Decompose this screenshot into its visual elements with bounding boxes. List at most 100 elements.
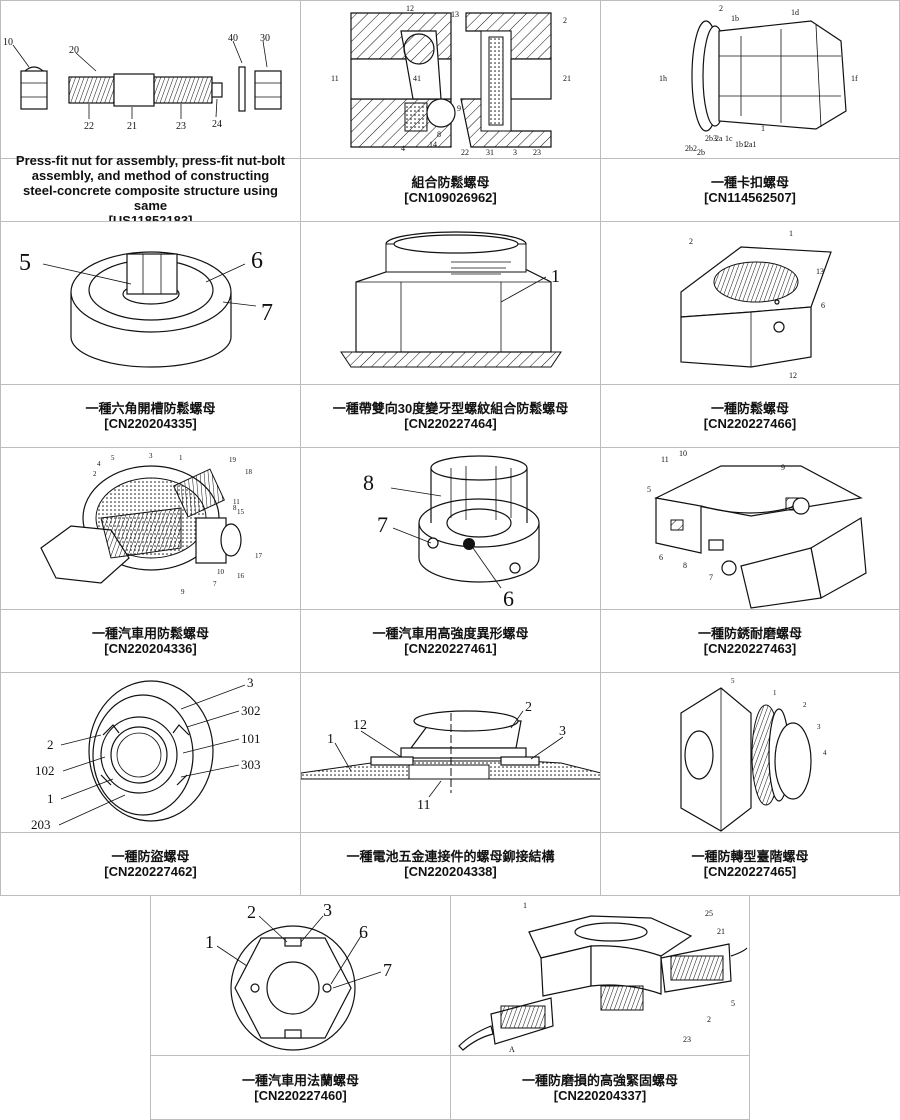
caption-title: 一種防銹耐磨螺母 [698,626,802,641]
label: 7 [213,580,217,588]
label: 4 [823,749,827,757]
label: 16 [237,572,245,580]
caption-id: [CN220227464] [404,416,497,431]
label: 6 [659,553,663,562]
caption-id: [CN220227460] [254,1088,347,1103]
label: 8 [683,561,687,570]
label: 1 [205,932,214,952]
label: 5 [111,454,115,462]
label: 6 [359,922,368,942]
caption-title: 一種防磨損的高強緊固螺母 [522,1073,678,1088]
label: 1 [327,732,334,747]
figure-cell-7: 5 3 1 19 18 2 4 11 15 8 17 16 10 7 9 [0,447,301,609]
label: 303 [241,757,261,772]
figure-cell-1: 10 20 40 30 22 21 23 24 [0,0,301,158]
label: 2a1 [745,140,757,149]
figure-cell-10: 3 302 2 101 102 303 1 203 [0,672,301,832]
caption-4: 一種六角開槽防鬆螺母 [CN220204335] [0,384,301,448]
label: 7 [709,573,713,582]
label: 2 [707,1015,711,1024]
label: 2b2 [685,144,697,153]
label: 1 [179,454,183,462]
caption-9: 一種防銹耐磨螺母 [CN220227463] [600,609,900,673]
label: 12 [353,718,367,733]
label: 18 [245,468,253,476]
caption-title: 一種六角開槽防鬆螺母 [85,401,215,416]
patent-drawing-11: 2 12 3 1 11 [301,673,602,833]
caption-13: 一種汽車用法蘭螺母 [CN220227460] [150,1055,451,1120]
caption-11: 一種電池五金連接件的螺母鉚接結構 [CN220204338] [300,832,601,896]
label: 13 [816,267,824,276]
patent-drawing-2: 12 13 2 11 41 21 8 9 14 4 22 31 3 23 [301,1,602,159]
label: 101 [241,731,261,746]
label: 30 [260,33,270,44]
caption-2: 組合防鬆螺母 [CN109026962] [300,158,601,222]
label: 2a [715,134,723,143]
caption-id: [CN220227465] [704,864,797,879]
patent-drawing-12: 5 1 2 3 4 [601,673,900,833]
label: 2 [689,237,693,246]
label: 17 [255,552,263,560]
label: 40 [228,33,238,44]
label: 9 [781,463,785,472]
label: 2 [47,737,54,752]
label: 21 [717,927,725,936]
label: 2 [525,700,532,715]
label: 5 [731,677,735,685]
figure-cell-8: 8 7 6 [300,447,601,609]
label: 5 [731,999,735,1008]
figure-cell-11: 2 12 3 1 11 [300,672,601,832]
label: 6 [821,301,825,310]
caption-8: 一種汽車用高強度異形螺母 [CN220227461] [300,609,601,673]
label: 22 [84,121,94,132]
label: 5 [19,250,31,276]
patent-drawing-8: 8 7 6 [301,448,602,610]
label: 8 [363,470,374,495]
patent-drawing-3: 2 1b 1d 1h 1f 2b2 2b 2b3 2a 1c 1b1 2a1 1 [601,1,900,159]
caption-1: Press-fit nut for assembly, press-fit nu… [0,158,301,222]
caption-id: [CN114562507] [704,190,796,205]
figure-cell-3: 2 1b 1d 1h 1f 2b2 2b 2b3 2a 1c 1b1 2a1 1 [600,0,900,158]
label: 23 [683,1035,691,1044]
label: 7 [383,960,392,980]
label: A [509,1045,515,1054]
caption-id: [CN109026962] [404,190,497,205]
label: 5 [647,485,651,494]
patent-drawing-14: 1 25 21 5 2 23 A [451,896,751,1056]
label: 1c [725,134,733,143]
label: 11 [417,798,430,813]
label: 2 [563,16,567,25]
label: 2 [93,470,97,478]
caption-id: [CN220227463] [704,641,797,656]
label: 2 [803,701,807,709]
caption-title: 一種汽車用法蘭螺母 [242,1073,359,1088]
label: 9 [181,588,185,596]
caption-id: [CN220204335] [104,416,197,431]
label: 24 [212,119,222,130]
label: 203 [31,817,51,832]
caption-7: 一種汽車用防鬆螺母 [CN220204336] [0,609,301,673]
label: 1h [659,74,667,83]
figure-cell-4: 5 6 7 [0,221,301,384]
label: 7 [261,300,273,326]
label: 25 [705,909,713,918]
patent-drawing-10: 3 302 2 101 102 303 1 203 [1,673,302,833]
label: 8 [233,504,237,512]
label: 4 [97,460,101,468]
label: 23 [533,148,541,157]
label: 13 [451,10,459,19]
caption-title: 一種汽車用高強度異形螺母 [372,626,528,641]
label: 1b [731,14,739,23]
caption-6: 一種防鬆螺母 [CN220227466] [600,384,900,448]
label: 19 [229,456,237,464]
caption-title: 一種帶雙向30度變牙型螺紋組合防鬆螺母 [333,401,568,416]
label: 12 [406,4,414,13]
label: 3 [817,723,821,731]
caption-id: [CN220204338] [404,864,497,879]
figure-cell-12: 5 1 2 3 4 [600,672,900,832]
label: 1 [523,901,527,910]
caption-14: 一種防磨損的高強緊固螺母 [CN220204337] [450,1055,750,1120]
label: 2 [247,902,256,922]
patent-drawing-9: 11 10 9 5 6 8 7 [601,448,900,610]
figure-cell-6: 2 1 13 6 12 [600,221,900,384]
